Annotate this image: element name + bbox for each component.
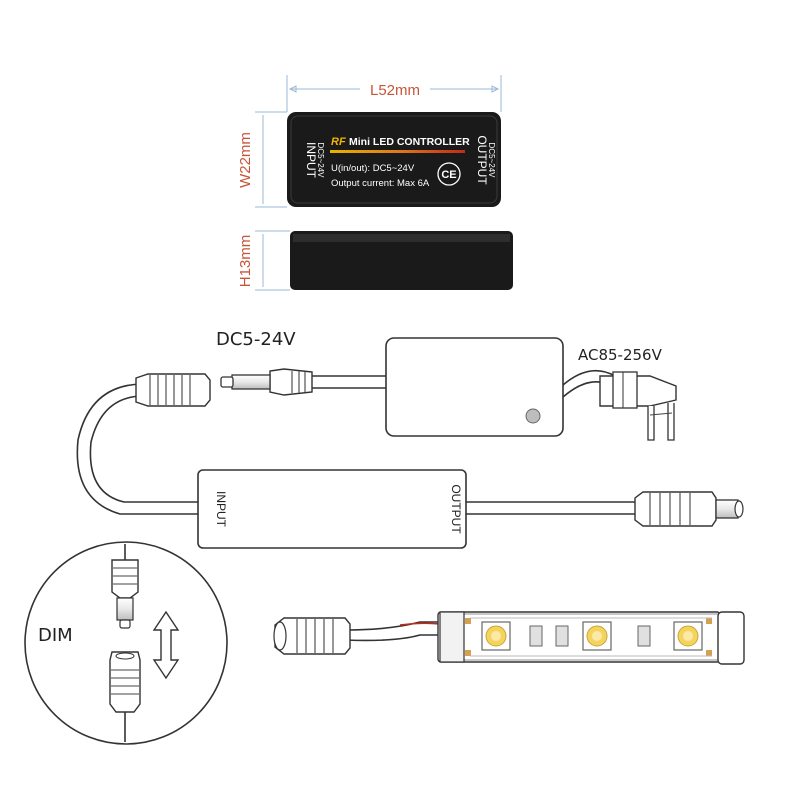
module-output-label: OUTPUT — [475, 135, 489, 185]
controller-box — [197, 469, 744, 549]
ce-mark-ring — [437, 162, 461, 186]
resistor — [529, 625, 543, 647]
controller-side-view — [290, 231, 513, 290]
module-brand: RF — [331, 136, 346, 148]
length-dimension: L52mm — [370, 82, 420, 99]
ac-voltage-label: AC85-256V — [578, 346, 663, 364]
led-chip — [673, 621, 703, 651]
adapter-led — [525, 408, 541, 424]
module-spec-voltage: U(in/out): DC5~24V — [331, 163, 415, 174]
width-dimension: W22mm — [237, 132, 254, 188]
color-stripe — [330, 150, 465, 153]
dimension-lines — [255, 75, 502, 291]
module-input-sub: DC5~24V — [316, 143, 325, 179]
resistor — [555, 625, 569, 647]
dim-label: DIM — [38, 625, 73, 646]
led-chip — [582, 621, 612, 651]
controller-input-label: INPUT — [214, 491, 228, 528]
power-adapter — [220, 337, 677, 441]
resistor — [637, 625, 651, 647]
module-output-sub: DC5~24V — [487, 143, 496, 179]
module-spec-current: Output current: Max 6A — [331, 178, 430, 189]
controller-output-label: OUTPUT — [449, 484, 463, 534]
controller-top-view — [287, 112, 501, 207]
input-connector — [76, 373, 211, 515]
led-strip-assembly — [273, 611, 745, 665]
height-dimension: H13mm — [237, 235, 254, 288]
ce-mark: CE — [441, 169, 456, 181]
dim-illustration — [24, 541, 228, 745]
dc-voltage-label: DC5-24V — [216, 329, 296, 350]
led-chip — [481, 621, 511, 651]
module-input-label: INPUT — [304, 142, 318, 179]
module-title: Mini LED CONTROLLER — [349, 136, 470, 148]
